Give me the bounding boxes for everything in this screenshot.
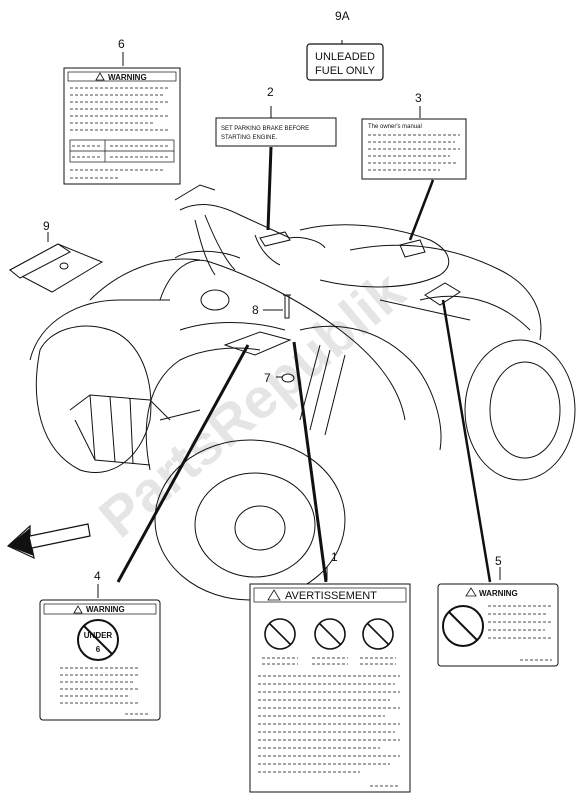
under-age-text: UNDER xyxy=(84,631,113,640)
callout-5: 5 xyxy=(495,554,502,568)
callout-6: 6 xyxy=(118,37,125,51)
warning-6-text: WARNING xyxy=(108,73,147,82)
avertissement-text: AVERTISSEMENT xyxy=(285,590,377,602)
leader-lines xyxy=(47,40,501,598)
avertissement-label: AVERTISSEMENT xyxy=(249,583,411,793)
direction-arrow-icon xyxy=(6,523,91,560)
callout-2: 2 xyxy=(267,85,274,99)
parking-label-line1: SET PARKING BRAKE BEFORE xyxy=(221,126,309,132)
parking-label-line2: STARTING ENGINE. xyxy=(221,135,277,141)
callout-1: 1 xyxy=(331,550,338,564)
callout-9: 9 xyxy=(43,219,50,233)
atv-illustration xyxy=(29,184,576,601)
callout-3: 3 xyxy=(415,91,422,105)
warning-triangle-icon xyxy=(73,605,83,614)
parking-brake-label: SET PARKING BRAKE BEFORE STARTING ENGINE… xyxy=(215,117,337,147)
warning-label-4: WARNING UNDER 6 xyxy=(39,599,161,721)
callout-4: 4 xyxy=(94,569,101,583)
callout-7: 7 xyxy=(264,371,271,385)
watermark-text: PartsRepublik xyxy=(87,258,417,549)
warning-4-text: WARNING xyxy=(86,605,125,614)
warning-triangle-icon xyxy=(95,72,105,81)
warning-label-6: WARNING xyxy=(63,67,181,185)
owners-manual-label: The owner's manual xyxy=(361,118,467,180)
manual-label-text: The owner's manual xyxy=(368,124,422,130)
document-pouch xyxy=(8,243,104,293)
callout-8: 8 xyxy=(252,303,259,317)
callout-9a: 9A xyxy=(335,9,350,23)
fuel-label: UNLEADED FUEL ONLY xyxy=(306,43,384,81)
under-age-number: 6 xyxy=(96,645,101,654)
prohibition-icon xyxy=(264,618,394,650)
warning-5-text: WARNING xyxy=(479,589,518,598)
nut-part xyxy=(281,373,295,383)
fuel-label-line1: UNLEADED xyxy=(315,51,375,63)
warning-triangle-icon xyxy=(267,589,281,601)
warning-triangle-icon xyxy=(465,587,477,597)
warning-label-5: WARNING xyxy=(437,583,559,667)
fuel-label-line2: FUEL ONLY xyxy=(315,65,376,77)
bolt-part xyxy=(283,294,291,319)
